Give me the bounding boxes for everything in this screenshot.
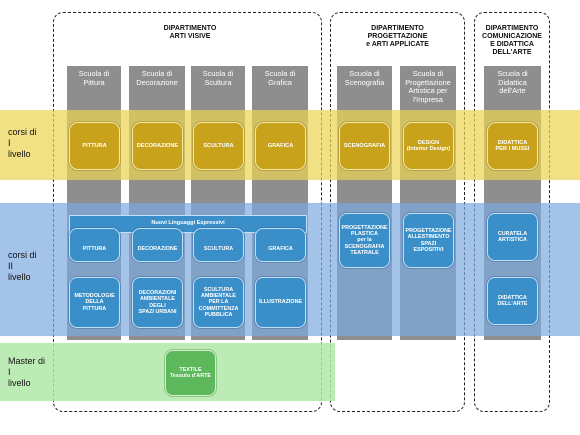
course-grafica-1: GRAFICA	[255, 122, 306, 170]
school-heading-decorazione: Scuola di Decorazione	[136, 69, 178, 87]
course-decorazioni-ambientale: DECORAZIONI AMBIENTALE DEGLI SPAZI URBAN…	[132, 277, 183, 328]
department-comunicazione-title: DIPARTIMENTO COMUNICAZIONE E DIDATTICA D…	[482, 25, 542, 56]
course-decorazione-2: DECORAZIONE	[132, 228, 183, 262]
course-progettazione-plastica: PROGETTAZIONE PLASTICA per la SCENOGRAFI…	[339, 213, 390, 268]
row-label-master: Master di I livello	[8, 356, 46, 388]
course-curatela-artistica: CURATELA ARTISTICA	[487, 213, 538, 261]
course-scultura-1: SCULTURA	[193, 122, 244, 170]
school-heading-didattica: Scuola di Didattica dell'Arte	[497, 69, 528, 95]
course-design-1: DESIGN (Interior Design)	[403, 122, 454, 170]
course-illustrazione: ILLUSTRAZIONE	[255, 277, 306, 328]
banner-nuovi-linguaggi: Nuovi Linguaggi Espressivi	[69, 215, 307, 233]
course-pittura-1: PITTURA	[69, 122, 120, 170]
course-progettazione-allestimento: PROGETTAZIONE ALLESTIMENTO SPAZI ESPOSIT…	[403, 213, 454, 268]
course-scultura-ambientale: SCULTURA AMBIENTALE PER LA COMMITTENZA P…	[193, 277, 244, 328]
course-scultura-2: SCULTURA	[193, 228, 244, 262]
course-pittura-2: PITTURA	[69, 228, 120, 262]
school-heading-progettazione: Scuola di Progettazione Artistica per l'…	[405, 69, 451, 104]
school-heading-scultura: Scuola di Scultura	[202, 69, 234, 87]
row-label-secondo-livello: corsi di II livello	[8, 250, 37, 282]
school-heading-pittura: Scuola di Pittura	[78, 69, 110, 87]
course-didattica-musei-1: DIDATTICA PER I MUSEI	[487, 122, 538, 170]
school-heading-grafica: Scuola di Grafica	[264, 69, 296, 87]
course-metodologie-pittura: METODOLOGIE DELLA PITTURA	[69, 277, 120, 328]
school-heading-scenografia: Scuola di Scenografia	[344, 69, 385, 87]
department-progettazione-title: DIPARTIMENTO PROGETTAZIONE e ARTI APPLIC…	[366, 25, 429, 48]
course-scenografia-1: SCENOGRAFIA	[339, 122, 390, 170]
course-textile-master: TEXTILE Tessuto d'ARTE	[165, 350, 216, 396]
row-label-primo-livello: corsi di I livello	[8, 127, 37, 159]
course-grafica-2: GRAFICA	[255, 228, 306, 262]
department-arti-visive-title: DIPARTIMENTO ARTI VISIVE	[163, 25, 217, 40]
course-didattica-arte: DIDATTICA DELL'ARTE	[487, 277, 538, 325]
course-decorazione-1: DECORAZIONE	[132, 122, 183, 170]
